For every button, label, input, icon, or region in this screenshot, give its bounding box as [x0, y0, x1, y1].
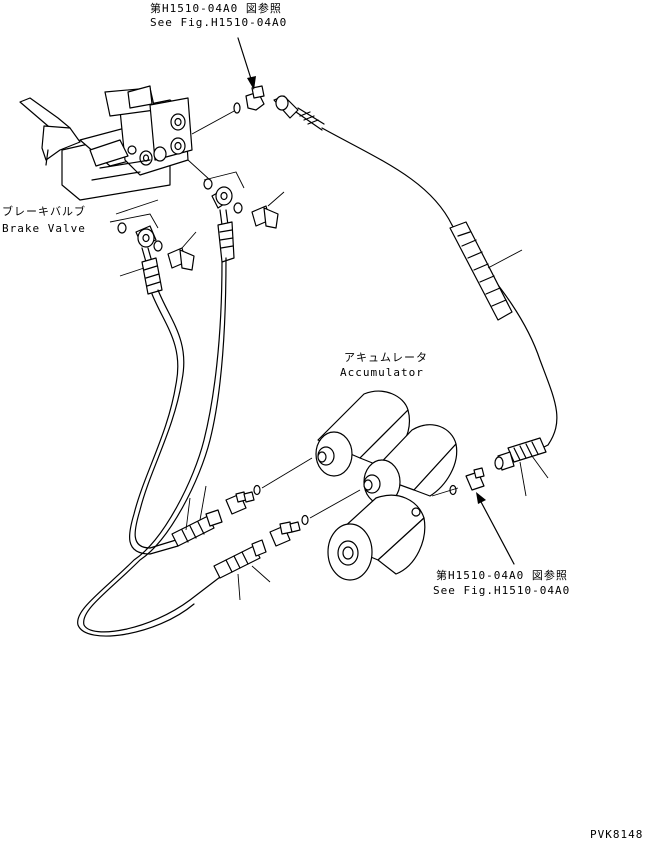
o-ring — [253, 484, 261, 496]
elbow-fitting-top — [191, 85, 265, 135]
brake-valve-label-jp: ブレーキバルブ — [2, 205, 86, 218]
ref-label-bottom-en: See Fig.H1510-04A0 — [433, 584, 571, 597]
connector-right — [449, 467, 485, 496]
hose-long — [273, 95, 558, 497]
accumulator-3 — [327, 494, 426, 581]
connector-left-upper — [225, 491, 255, 515]
ref-label-top-en: See Fig.H1510-04A0 — [150, 16, 288, 29]
ref-label-top-jp: 第H1510-04A0 図参照 — [150, 2, 282, 15]
ref-label-bottom-jp: 第H1510-04A0 図参照 — [436, 569, 568, 582]
washer-bolt-upper — [187, 159, 285, 229]
o-ring — [301, 514, 309, 526]
accumulator-2 — [363, 424, 458, 505]
brake-valve — [19, 85, 193, 201]
connector-left-lower — [269, 521, 301, 547]
washer-bolt-lower — [109, 199, 197, 277]
drawing-code: PVK8148 — [590, 828, 644, 841]
hose-upper — [77, 186, 271, 637]
brake-valve-label-en: Brake Valve — [2, 222, 86, 235]
hose-lower — [129, 225, 223, 555]
accumulator-label-jp: アキュムレータ — [344, 351, 428, 364]
accumulator-label-en: Accumulator — [340, 366, 424, 379]
